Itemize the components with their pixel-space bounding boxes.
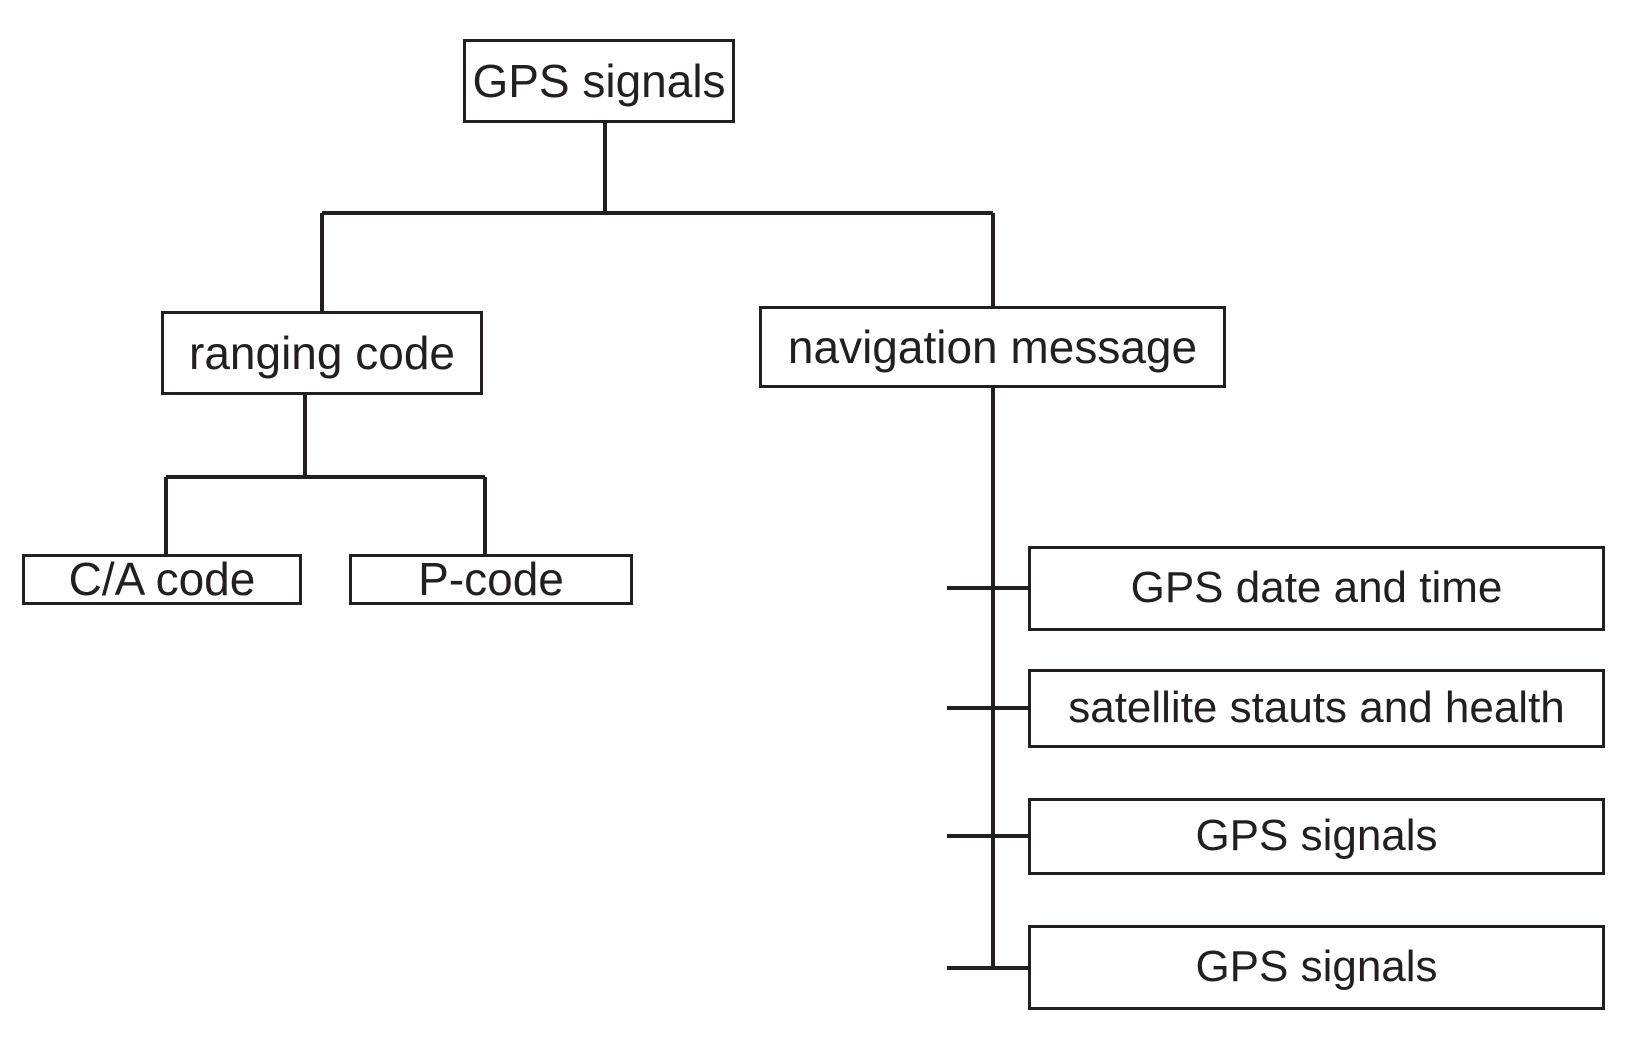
- node-label: P-code: [418, 553, 564, 606]
- node-label: GPS date and time: [1130, 563, 1503, 613]
- node-gps-signals-4[interactable]: GPS signals: [1028, 925, 1605, 1010]
- node-p-code[interactable]: P-code: [349, 554, 633, 605]
- node-label: ranging code: [189, 326, 455, 379]
- node-label: satellite stauts and health: [1068, 683, 1565, 733]
- node-gps-signals-root[interactable]: GPS signals: [463, 39, 735, 123]
- node-ranging-code[interactable]: ranging code: [161, 311, 483, 395]
- node-label: GPS signals: [1195, 811, 1438, 861]
- node-label: GPS signals: [1195, 942, 1438, 992]
- node-gps-signals-3[interactable]: GPS signals: [1028, 798, 1605, 875]
- node-satellite-status-and-health[interactable]: satellite stauts and health: [1028, 669, 1605, 748]
- node-label: navigation message: [787, 320, 1198, 373]
- node-gps-date-and-time[interactable]: GPS date and time: [1028, 546, 1605, 631]
- node-label: GPS signals: [472, 54, 726, 107]
- node-navigation-message[interactable]: navigation message: [759, 306, 1226, 388]
- node-ca-code[interactable]: C/A code: [22, 554, 302, 605]
- node-label: C/A code: [68, 553, 256, 606]
